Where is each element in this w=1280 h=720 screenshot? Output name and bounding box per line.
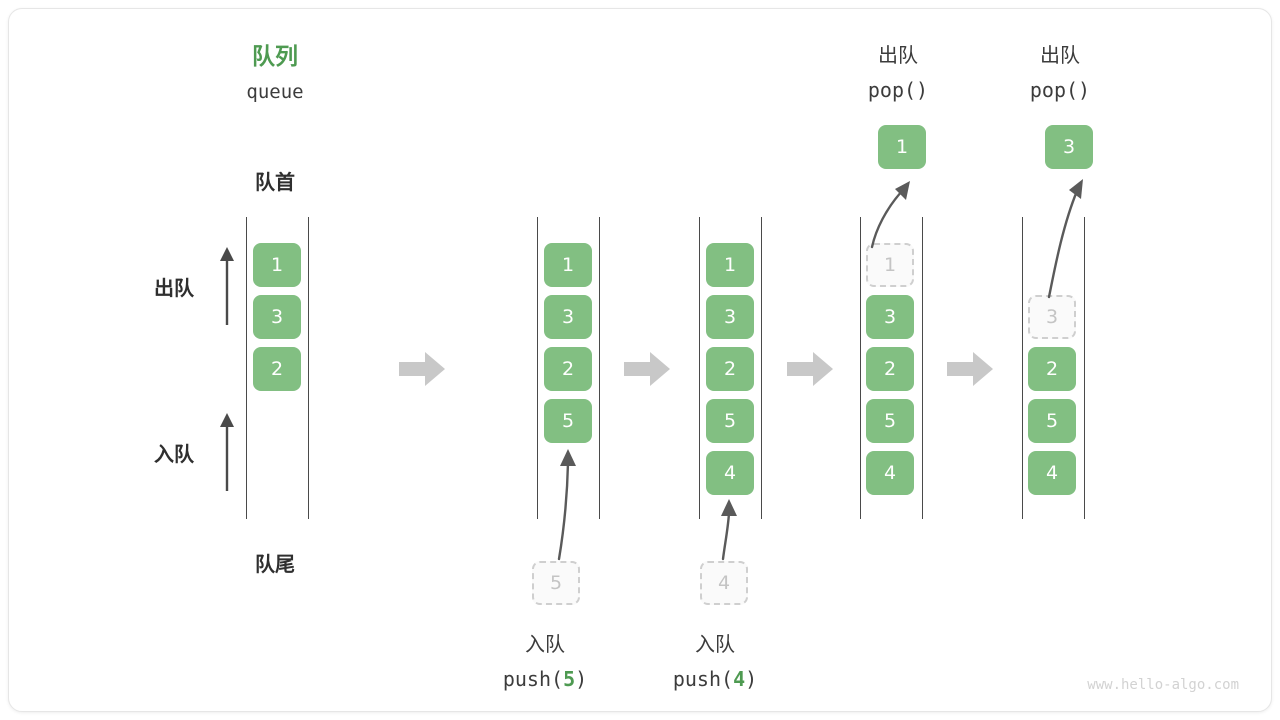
tile-stage4-1: 3	[866, 295, 914, 339]
push4-label-code: push(4)	[673, 666, 757, 692]
push5-label-code: push(5)	[503, 666, 587, 692]
push5-code-value: 5	[563, 667, 576, 691]
tile-stage3-1: 3	[706, 295, 754, 339]
push4-code-pre: push(	[672, 667, 734, 691]
tile-stage4-2: 2	[866, 347, 914, 391]
queue-title-en: queue	[246, 81, 304, 103]
rail-left-stage-4	[860, 217, 861, 519]
tile-stage4-0-ghost: 1	[866, 243, 914, 287]
rail-left-stage-1	[246, 217, 247, 519]
push5-arrow-icon	[529, 439, 609, 568]
rail-left-stage-3	[699, 217, 700, 519]
rear-label: 队尾	[255, 552, 295, 576]
rail-right-stage-2	[599, 217, 600, 519]
push5-label-cn: 入队	[525, 632, 565, 656]
popped-tile-3: 3	[1045, 125, 1093, 169]
enqueue-up-arrow-icon	[217, 411, 237, 497]
pop2-label-code: pop()	[1029, 78, 1091, 102]
flow-arrow-3-icon	[787, 352, 833, 386]
flow-arrow-2-icon	[624, 352, 670, 386]
pop2-label-cn: 出队	[1040, 43, 1080, 67]
tile-stage2-0: 1	[544, 243, 592, 287]
tile-stage3-2: 2	[706, 347, 754, 391]
front-label: 队首	[255, 170, 295, 194]
watermark: www.hello-algo.com	[1087, 677, 1239, 693]
dequeue-side-label: 出队	[154, 276, 194, 300]
rail-left-stage-2	[537, 217, 538, 519]
popped-tile-1: 1	[878, 125, 926, 169]
flow-arrow-1-icon	[399, 352, 445, 386]
flow-arrow-4-icon	[947, 352, 993, 386]
tile-stage4-3: 5	[866, 399, 914, 443]
rail-left-stage-5	[1022, 217, 1023, 519]
push5-code-post: )	[575, 667, 588, 691]
dequeue-up-arrow-icon	[217, 245, 237, 331]
tile-stage4-4: 4	[866, 451, 914, 495]
rail-right-stage-4	[922, 217, 923, 519]
queue-title-cn: 队列	[252, 44, 298, 70]
pop1-arrow-icon	[854, 169, 934, 253]
pop2-arrow-icon	[1019, 169, 1109, 303]
rail-right-stage-3	[761, 217, 762, 519]
push5-code-pre: push(	[502, 667, 564, 691]
tile-stage5-1-ghost: 3	[1028, 295, 1076, 339]
diagram-card: 队列 queue 队首 队尾 出队 入队 出队 pop() 出队 pop() 入…	[8, 8, 1272, 712]
tile-stage1-1: 3	[253, 295, 301, 339]
tile-stage2-2: 2	[544, 347, 592, 391]
tile-stage3-0: 1	[706, 243, 754, 287]
enqueue-side-label: 入队	[154, 442, 194, 466]
incoming-ghost-tile-4: 4	[700, 561, 748, 605]
tile-stage1-2: 2	[253, 347, 301, 391]
push4-code-value: 4	[733, 667, 746, 691]
push4-label-cn: 入队	[695, 632, 735, 656]
incoming-ghost-tile-5: 5	[532, 561, 580, 605]
tile-stage2-1: 3	[544, 295, 592, 339]
tile-stage2-3: 5	[544, 399, 592, 443]
rail-right-stage-5	[1084, 217, 1085, 519]
rail-right-stage-1	[308, 217, 309, 519]
pop1-label-code: pop()	[867, 78, 929, 102]
push4-arrow-icon	[699, 491, 769, 567]
pop1-label-cn: 出队	[878, 43, 918, 67]
tile-stage5-2: 2	[1028, 347, 1076, 391]
tile-stage3-4: 4	[706, 451, 754, 495]
push4-code-post: )	[745, 667, 758, 691]
tile-stage5-3: 5	[1028, 399, 1076, 443]
tile-stage3-3: 5	[706, 399, 754, 443]
tile-stage5-4: 4	[1028, 451, 1076, 495]
tile-stage1-0: 1	[253, 243, 301, 287]
